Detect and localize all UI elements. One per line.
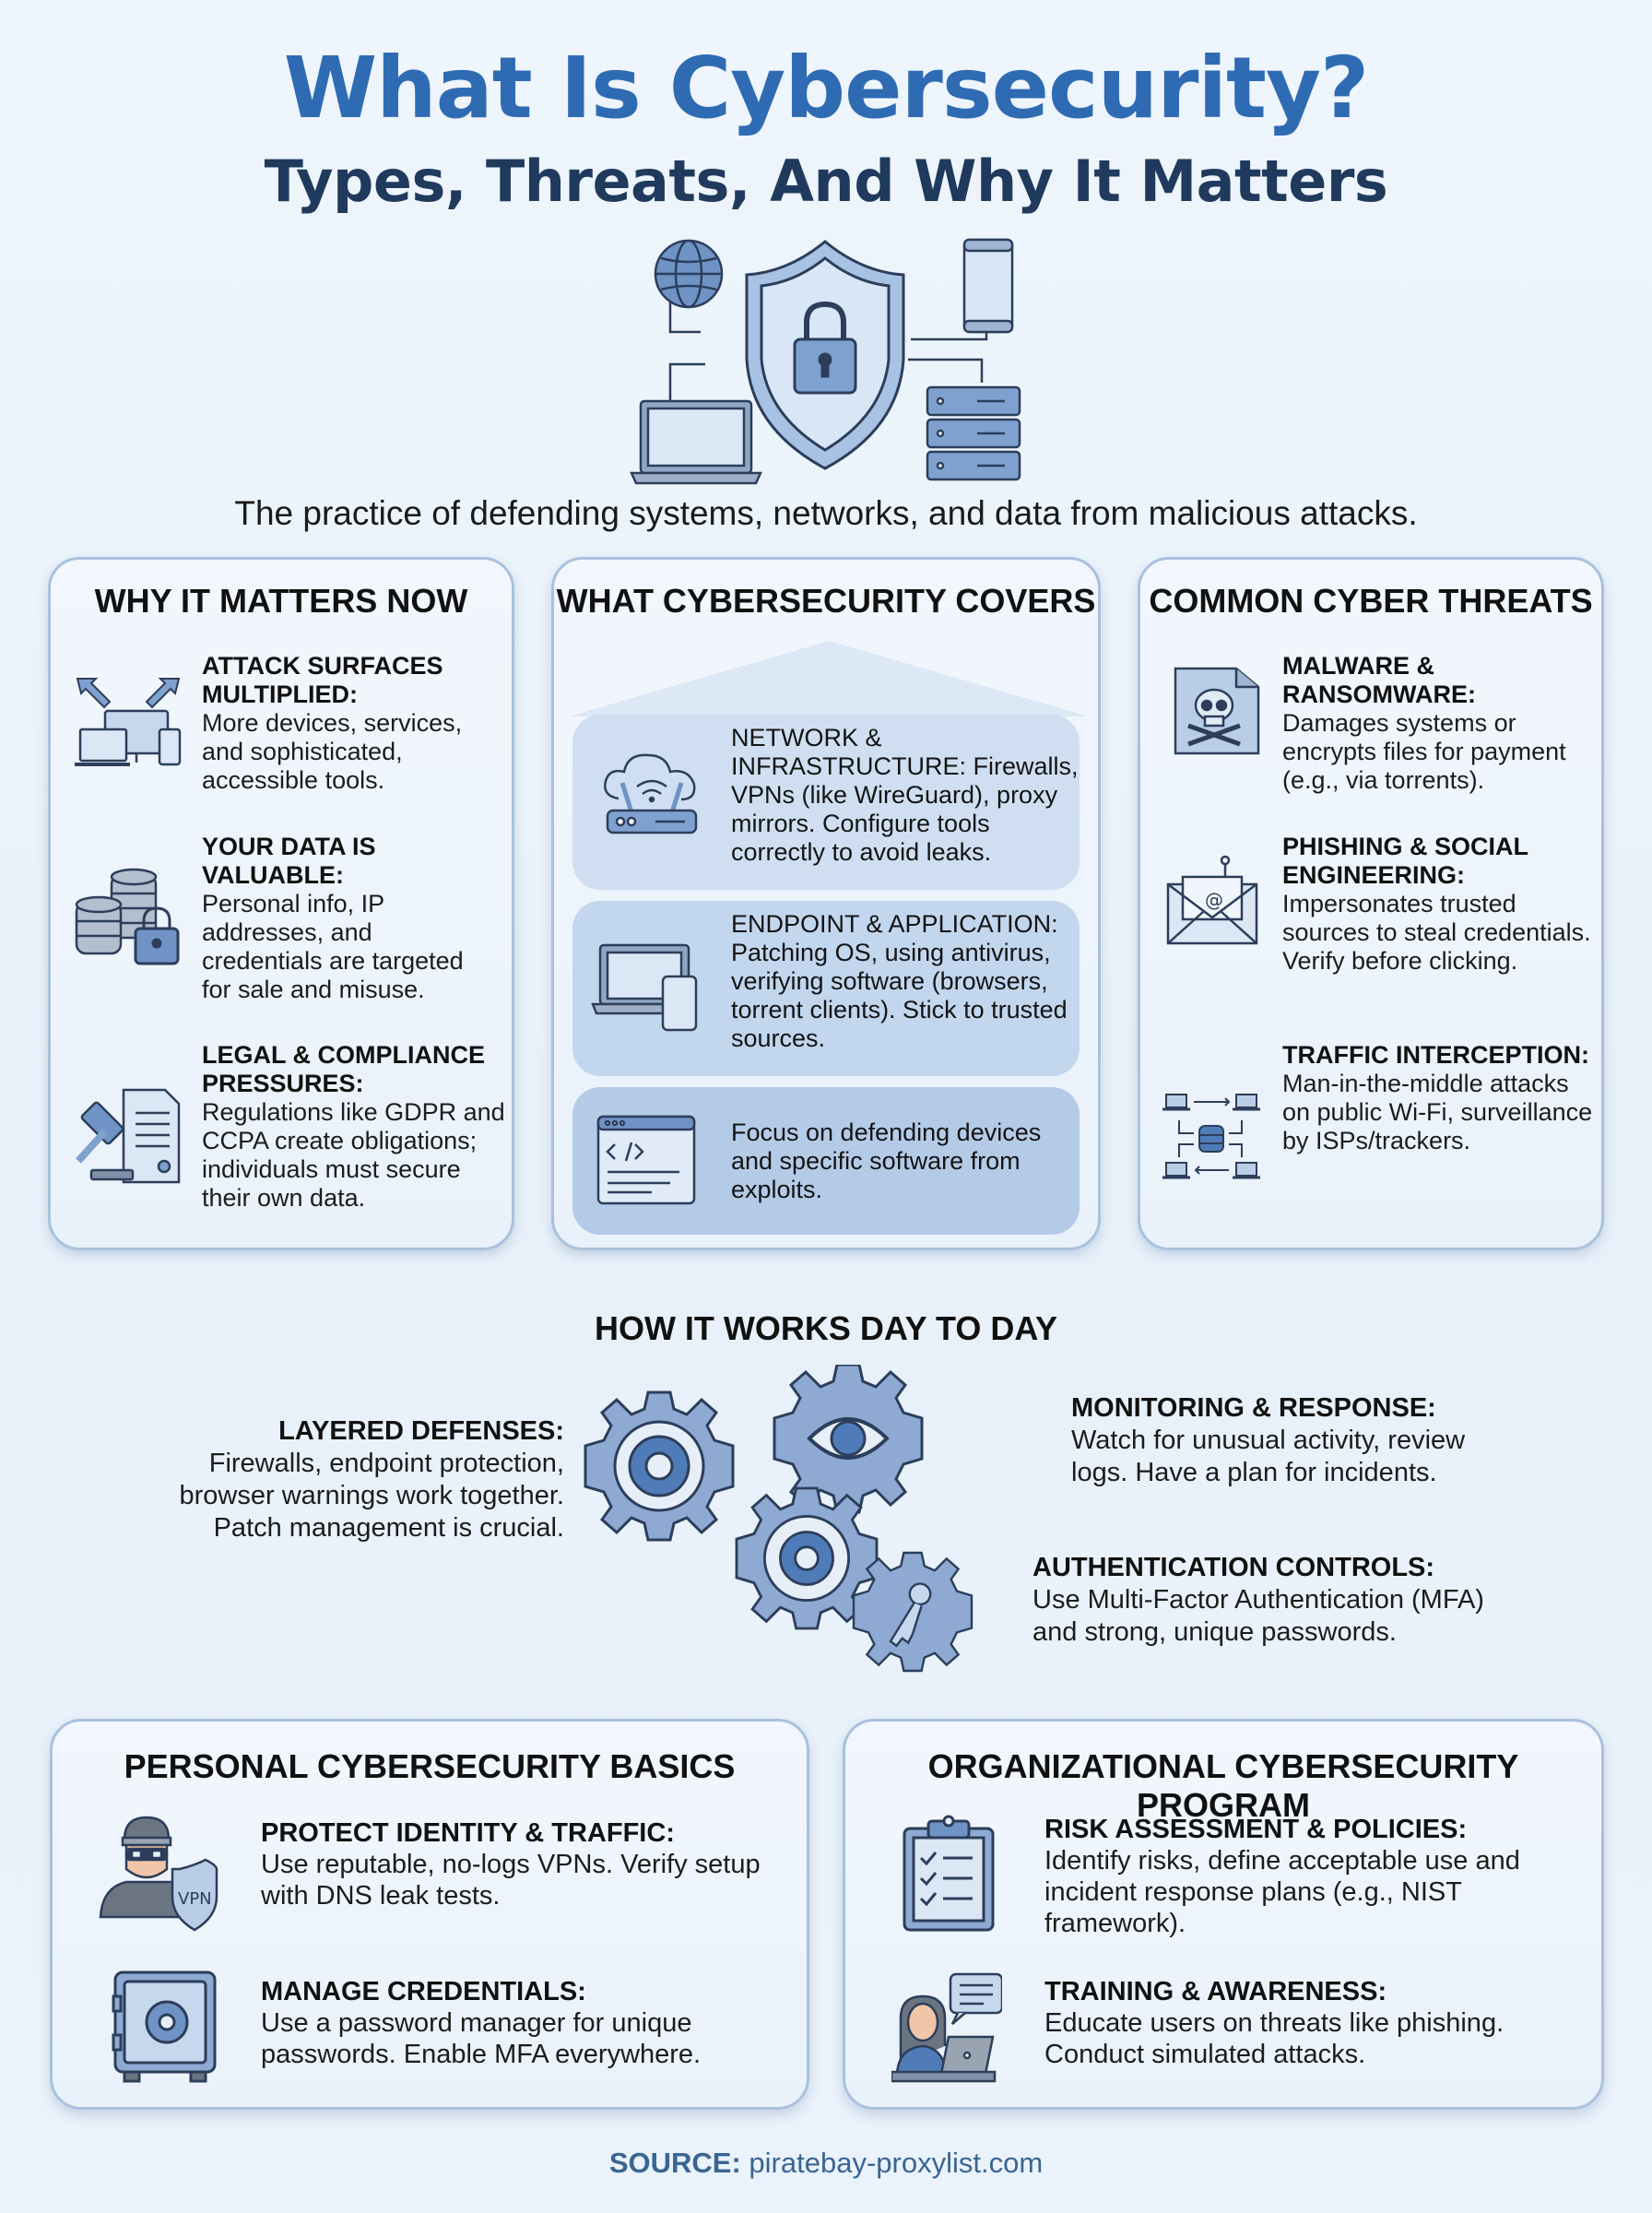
organizational-program-card: ORGANIZATIONAL CYBERSECURITY PROGRAM RIS…	[843, 1719, 1604, 2110]
server-icon	[926, 385, 1021, 481]
item-body: Damages systems or encrypts files for pa…	[1282, 709, 1566, 794]
source-credit: SOURCE: piratebay-proxylist.com	[0, 2147, 1652, 2180]
item-body: Educate users on threats like phishing. …	[1044, 2008, 1504, 2069]
card-title: ORGANIZATIONAL CYBERSECURITY PROGRAM	[927, 1747, 1519, 1824]
endpoint-band: ENDPOINT & APPLICATION: Patching OS, usi…	[572, 901, 1080, 1076]
key-gear-icon	[852, 1551, 974, 1673]
list-item: MANAGE CREDENTIALS: Use a password manag…	[99, 1969, 781, 2089]
item-heading: MANAGE CREDENTIALS:	[261, 1977, 586, 2006]
card-title: COMMON CYBER THREATS	[1149, 582, 1593, 620]
item-body: Use Multi-Factor Authentication (MFA) an…	[1032, 1585, 1484, 1647]
page-title: What Is Cybersecurity?	[283, 39, 1370, 137]
item-body: More devices, services, and sophisticate…	[202, 709, 463, 794]
list-item: ATTACK SURFACES MULTIPLIED: More devices…	[73, 652, 497, 818]
item-heading: YOUR DATA IS VALUABLE:	[202, 833, 376, 889]
source-label: SOURCE:	[608, 2147, 741, 2179]
item-body: Firewalls, VPNs (like WireGuard), proxy …	[731, 752, 1079, 866]
roof-shape	[569, 641, 1089, 716]
section-title-how-it-works: HOW IT WORKS DAY TO DAY	[594, 1309, 1058, 1347]
card-title: WHAT CYBERSECURITY COVERS	[556, 582, 1096, 620]
smartphone-icon	[962, 238, 1014, 334]
skull-file-icon	[1172, 665, 1264, 757]
phishing-envelope-icon: @	[1166, 855, 1268, 947]
item-body: Focus on defending devices and specific …	[731, 1118, 1042, 1203]
page-subtitle: Types, Threats, And Why It Matters	[264, 148, 1388, 215]
item-body: Firewalls, endpoint protection, browser …	[179, 1449, 564, 1543]
list-item: VPN PROTECT IDENTITY & TRAFFIC: Use repu…	[99, 1814, 781, 1943]
authentication-controls-text: AUTHENTICATION CONTROLS: Use Multi-Facto…	[1032, 1552, 1530, 1649]
gear-icon	[584, 1391, 735, 1542]
person-laptop-chat-icon	[891, 1972, 1002, 2083]
item-heading: PHISHING & SOCIAL ENGINEERING:	[1282, 833, 1528, 889]
tagline: The practice of defending systems, netwo…	[234, 494, 1418, 532]
shield-lock-icon	[745, 240, 905, 470]
list-item: LEGAL & COMPLIANCE PRESSURES: Regulation…	[73, 1041, 505, 1244]
threats-card: COMMON CYBER THREATS MALWARE & RANSOMWAR…	[1138, 557, 1604, 1250]
svg-text:@: @	[1205, 889, 1223, 911]
svg-text:VPN: VPN	[178, 1889, 212, 1909]
list-item: TRAINING & AWARENESS: Educate users on t…	[891, 1972, 1574, 2092]
network-intercept-icon	[1162, 1093, 1264, 1185]
laptop-icon	[630, 399, 762, 485]
item-body: Personal info, IP addresses, and credent…	[202, 890, 464, 1003]
list-item: @ PHISHING & SOCIAL ENGINEERING: Imperso…	[1162, 833, 1591, 1017]
item-heading: PROTECT IDENTITY & TRAFFIC:	[261, 1818, 675, 1848]
item-heading: NETWORK & INFRASTRUCTURE:	[731, 724, 966, 780]
item-body: Identify risks, define acceptable use an…	[1044, 1846, 1520, 1938]
network-band: NETWORK & INFRASTRUCTURE: Firewalls, VPN…	[572, 715, 1080, 890]
item-heading: LEGAL & COMPLIANCE PRESSURES:	[202, 1041, 486, 1097]
monitoring-response-text: MONITORING & RESPONSE: Watch for unusual…	[1071, 1392, 1514, 1489]
item-heading: ENDPOINT & APPLICATION:	[731, 910, 1058, 938]
router-cloud-icon	[600, 748, 702, 840]
item-heading: ATTACK SURFACES MULTIPLIED:	[202, 652, 443, 708]
safe-icon	[112, 1969, 222, 2089]
gavel-document-icon	[73, 1085, 183, 1187]
list-item: RISK ASSESSMENT & POLICIES: Identify ris…	[891, 1814, 1574, 1961]
card-title: PERSONAL CYBERSECURITY BASICS	[124, 1747, 736, 1785]
item-body: Regulations like GDPR and CCPA create ob…	[202, 1098, 505, 1212]
item-body: Man-in-the-middle attacks on public Wi-F…	[1282, 1070, 1593, 1154]
item-heading: RISK ASSESSMENT & POLICIES:	[1044, 1815, 1468, 1844]
list-item: MALWARE & RANSOMWARE: Damages systems or…	[1162, 652, 1587, 818]
gears-illustration	[581, 1365, 1023, 1678]
item-body: Patching OS, using antivirus, verifying …	[731, 939, 1068, 1052]
item-body: Use reputable, no-logs VPNs. Verify setu…	[261, 1850, 761, 1911]
eye-gear-icon	[773, 1365, 924, 1514]
hacker-vpn-shield-icon: VPN	[99, 1814, 218, 1934]
item-heading: LAYERED DEFENSES:	[278, 1416, 564, 1446]
item-heading: TRAFFIC INTERCEPTION:	[1282, 1041, 1589, 1069]
list-item: TRAFFIC INTERCEPTION: Man-in-the-middle …	[1162, 1041, 1592, 1244]
database-lock-icon	[73, 866, 183, 967]
item-heading: TRAINING & AWARENESS:	[1044, 1977, 1387, 2006]
hero-illustration	[608, 231, 1042, 489]
item-body: Watch for unusual activity, review logs.…	[1071, 1426, 1466, 1487]
layered-defenses-text: LAYERED DEFENSES: Firewalls, endpoint pr…	[138, 1415, 564, 1544]
source-link[interactable]: piratebay-proxylist.com	[749, 2147, 1044, 2179]
item-body: Impersonates trusted sources to steal cr…	[1282, 890, 1591, 975]
laptop-phone-icon	[591, 941, 702, 1034]
item-heading: MALWARE & RANSOMWARE:	[1282, 652, 1476, 708]
card-title: WHY IT MATTERS NOW	[94, 582, 468, 620]
why-it-matters-card: WHY IT MATTERS NOW ATTACK SURFACES MULTI…	[48, 557, 514, 1250]
personal-basics-card: PERSONAL CYBERSECURITY BASICS VPN PROTEC…	[50, 1719, 809, 2110]
clipboard-checklist-icon	[899, 1814, 1000, 1934]
code-window-icon	[596, 1115, 698, 1207]
what-covers-card: WHAT CYBERSECURITY COVERS NETWORK & INFR…	[551, 557, 1101, 1250]
application-band: Focus on defending devices and specific …	[572, 1087, 1080, 1235]
gear-icon	[735, 1486, 879, 1630]
globe-icon	[654, 239, 724, 309]
list-item: YOUR DATA IS VALUABLE: Personal info, IP…	[73, 833, 497, 1017]
devices-arrows-icon	[73, 674, 183, 775]
item-body: Use a password manager for unique passwo…	[261, 2008, 702, 2069]
item-heading: AUTHENTICATION CONTROLS:	[1032, 1553, 1435, 1582]
item-heading: MONITORING & RESPONSE:	[1071, 1393, 1436, 1423]
